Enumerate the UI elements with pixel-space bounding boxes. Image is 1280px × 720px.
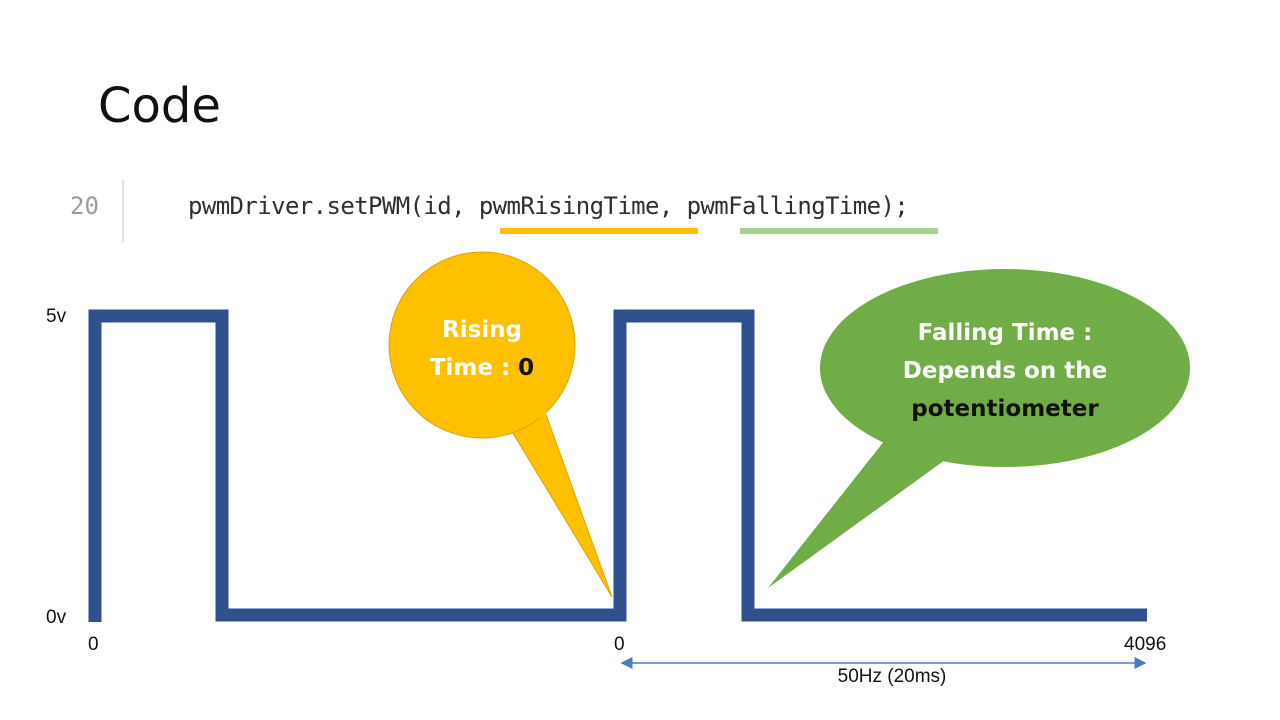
pwm-waveform — [88, 309, 1147, 622]
svg-text:Falling Time :: Falling Time : — [918, 320, 1093, 346]
y-label-0v: 0v — [46, 607, 67, 628]
x-label-start: 0 — [88, 634, 99, 655]
falling-callout-line3: potentiometer — [911, 396, 1099, 422]
line-number: 20 — [70, 192, 99, 220]
falling-time-underline — [740, 228, 938, 234]
svg-text:Depends on the: Depends on the — [903, 358, 1107, 384]
x-label-period-end: 4096 — [1124, 634, 1166, 655]
rising-time-underline — [500, 228, 698, 234]
falling-callout-line2: Depends on the — [903, 358, 1107, 384]
rising-time-callout: Rising Time : 0 — [388, 251, 613, 598]
slide-title: Code — [98, 78, 221, 134]
falling-callout-line1: Falling Time : — [918, 320, 1093, 346]
falling-time-callout: Falling Time : Depends on the potentiome… — [768, 269, 1190, 588]
svg-text:Rising: Rising — [442, 317, 522, 343]
x-label-period-start: 0 — [614, 634, 625, 655]
y-label-5v: 5v — [46, 306, 67, 327]
svg-text:Time : 0: Time : 0 — [430, 355, 534, 381]
code-gutter-divider — [122, 180, 124, 242]
svg-text:potentiometer: potentiometer — [911, 396, 1099, 422]
rising-callout-value: 0 — [518, 355, 534, 381]
period-label: 50Hz (20ms) — [838, 666, 947, 687]
code-line: pwmDriver.setPWM(id, pwmRisingTime, pwmF… — [188, 192, 909, 220]
rising-callout-line2-prefix: Time : — [430, 355, 518, 381]
code-snippet: 20 pwmDriver.setPWM(id, pwmRisingTime, p… — [62, 180, 982, 242]
rising-callout-line1: Rising — [442, 317, 522, 343]
